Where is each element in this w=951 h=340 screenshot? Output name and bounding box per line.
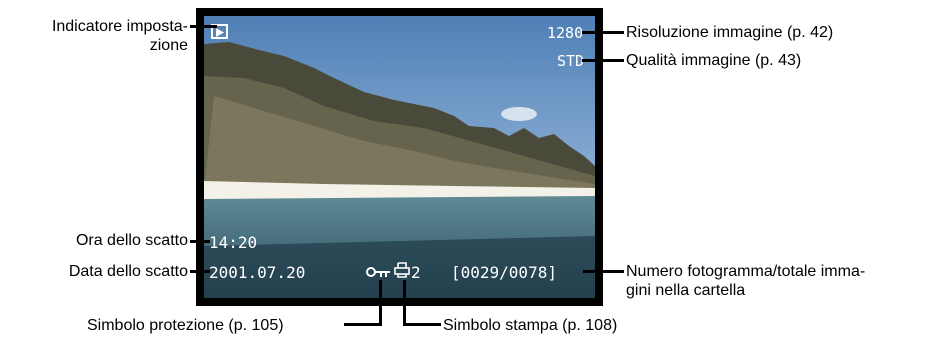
leader-quality — [582, 59, 624, 62]
date-value: 2001.07.20 — [209, 263, 306, 282]
landscape-photo — [204, 16, 595, 298]
quality-value: STD — [557, 52, 585, 70]
printer-icon — [394, 262, 410, 278]
time-value: 14:20 — [209, 233, 258, 252]
leader-print-h — [403, 323, 441, 326]
date-label: Data dello scatto — [68, 263, 188, 280]
frame-count-line2: gini nella cartella — [626, 282, 746, 299]
setting-indicator-line1: Indicatore imposta- — [51, 18, 188, 35]
leader-setting — [190, 25, 217, 28]
quality-label: Qualità immagine (p. 43) — [626, 52, 802, 69]
key-protect-icon — [366, 267, 390, 277]
setting-indicator-line2: zione — [149, 37, 188, 54]
setting-indicator-label: Indicatore imposta- zione — [4, 17, 188, 55]
leader-protect-v — [379, 280, 382, 326]
lcd-monitor-frame: 1280 STD 14:20 2001.07.20 2 [0029/0078] — [196, 8, 603, 306]
resolution-label: Risoluzione immagine (p. 42) — [626, 24, 834, 41]
playback-mode-icon — [211, 24, 228, 39]
time-label: Ora dello scatto — [75, 232, 188, 249]
leader-frame — [583, 270, 624, 273]
leader-protect-h — [344, 323, 382, 326]
print-count-value: 2 — [411, 263, 421, 282]
print-label: Simbolo stampa (p. 108) — [443, 317, 618, 334]
leader-resolution — [582, 31, 624, 34]
leader-date — [190, 270, 210, 273]
frame-number-value: [0029/0078] — [451, 263, 557, 282]
protect-label: Simbolo protezione (p. 105) — [87, 317, 284, 334]
frame-count-line1: Numero fotogramma/totale imma- — [626, 263, 866, 280]
leader-time — [190, 240, 210, 243]
leader-print-v — [403, 280, 406, 326]
resolution-value: 1280 — [547, 24, 584, 42]
frame-count-label: Numero fotogramma/totale imma- gini nell… — [626, 262, 865, 300]
